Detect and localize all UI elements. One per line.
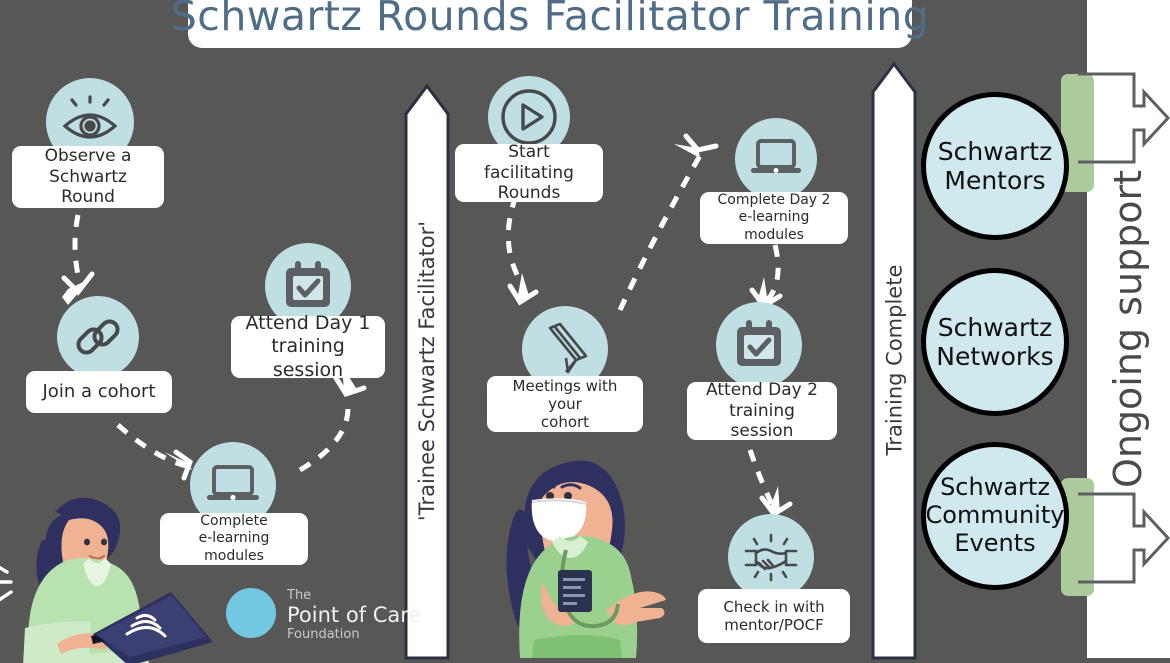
ongoing-support-text-wrap: Ongoing support: [1082, 0, 1170, 658]
banner-training-complete: Training Complete: [871, 61, 917, 660]
step-observe-label: Observe a Schwartz Round: [12, 146, 164, 208]
step-day2-training-label: Attend Day 2 training session: [687, 380, 837, 441]
connector-meetings-to-day2elearn: [617, 150, 705, 312]
pencil-icon: [548, 322, 588, 374]
play-icon: [501, 89, 557, 145]
connector-day2-to-checkin: [747, 449, 779, 514]
ongoing-support-band: [1087, 0, 1170, 658]
ongoing-support-label: Ongoing support: [1106, 169, 1151, 489]
link-icon-bubble: [57, 296, 139, 378]
calendar-check-icon: [737, 320, 781, 366]
banner-trainee-facilitator-label: 'Trainee Schwartz Facilitator': [415, 220, 440, 522]
connector-elearning-to-day1: [298, 407, 351, 473]
connector-cohort-to-elearning: [116, 423, 191, 470]
logo-line-point-of-care: Point of Care: [287, 603, 422, 627]
page-title-card: Schwartz Rounds Facilitator Training: [171, 0, 929, 48]
step-start-facilitating-label: Start facilitating Rounds: [455, 142, 603, 203]
step-cohort-meetings-label: Meetings with your cohort: [487, 376, 643, 432]
banner-training-complete-label: Training Complete: [882, 264, 906, 456]
support-circle-events-label: Schwartz Community Events: [925, 473, 1065, 557]
support-circle-mentors[interactable]: Schwartz Mentors: [921, 92, 1069, 240]
laptop-icon: [207, 465, 259, 501]
woman-with-laptop-illustration: [0, 497, 213, 663]
nurse-illustration: [506, 460, 666, 658]
support-circle-networks[interactable]: Schwartz Networks: [921, 268, 1069, 416]
laptop-icon-bubble-2: [735, 118, 817, 200]
laptop-icon: [751, 139, 801, 173]
support-circle-events[interactable]: Schwartz Community Events: [921, 442, 1069, 590]
calendar-check-icon-bubble-1: [265, 243, 351, 329]
eye-icon: [62, 95, 118, 139]
logo-line-the: The: [287, 588, 312, 603]
banner-trainee-facilitator: 'Trainee Schwartz Facilitator': [404, 83, 450, 660]
arrowhead-meetings: [518, 273, 530, 301]
connector-start-to-meetings: [505, 195, 525, 286]
step-day1-training-label: Attend Day 1 training session: [231, 312, 385, 381]
step-day2-elearning-label: Complete Day 2 e-learning modules: [700, 192, 848, 244]
logo-line-foundation: Foundation: [287, 627, 360, 642]
page-title: Schwartz Rounds Facilitator Training: [170, 0, 930, 40]
arrowhead-elearning: [164, 452, 192, 470]
support-arrow-bottom: [1078, 492, 1170, 584]
step-elearning-label: Complete e-learning modules: [160, 513, 308, 565]
point-of-care-logo-mark: [226, 588, 276, 638]
step-checkin-mentor-label: Check in with mentor/POCF: [698, 589, 850, 643]
support-circle-networks-label: Schwartz Networks: [936, 313, 1054, 371]
handshake-icon-bubble: [728, 514, 814, 600]
connector-observe-to-cohort: [72, 214, 81, 276]
link-icon: [76, 319, 120, 355]
arrowhead-checkin: [768, 486, 780, 512]
point-of-care-logo-text: The Point of Care Foundation: [287, 588, 421, 643]
connector-day2elearn-to-day2: [761, 244, 781, 307]
support-circle-mentors-label: Schwartz Mentors: [937, 137, 1053, 195]
calendar-check-icon-bubble-2: [716, 302, 802, 388]
calendar-check-icon: [286, 261, 330, 307]
handshake-icon: [744, 533, 798, 582]
support-outline-arrows: [1078, 72, 1170, 584]
step-join-cohort-label: Join a cohort: [26, 371, 172, 413]
support-arrow-top: [1078, 72, 1170, 164]
